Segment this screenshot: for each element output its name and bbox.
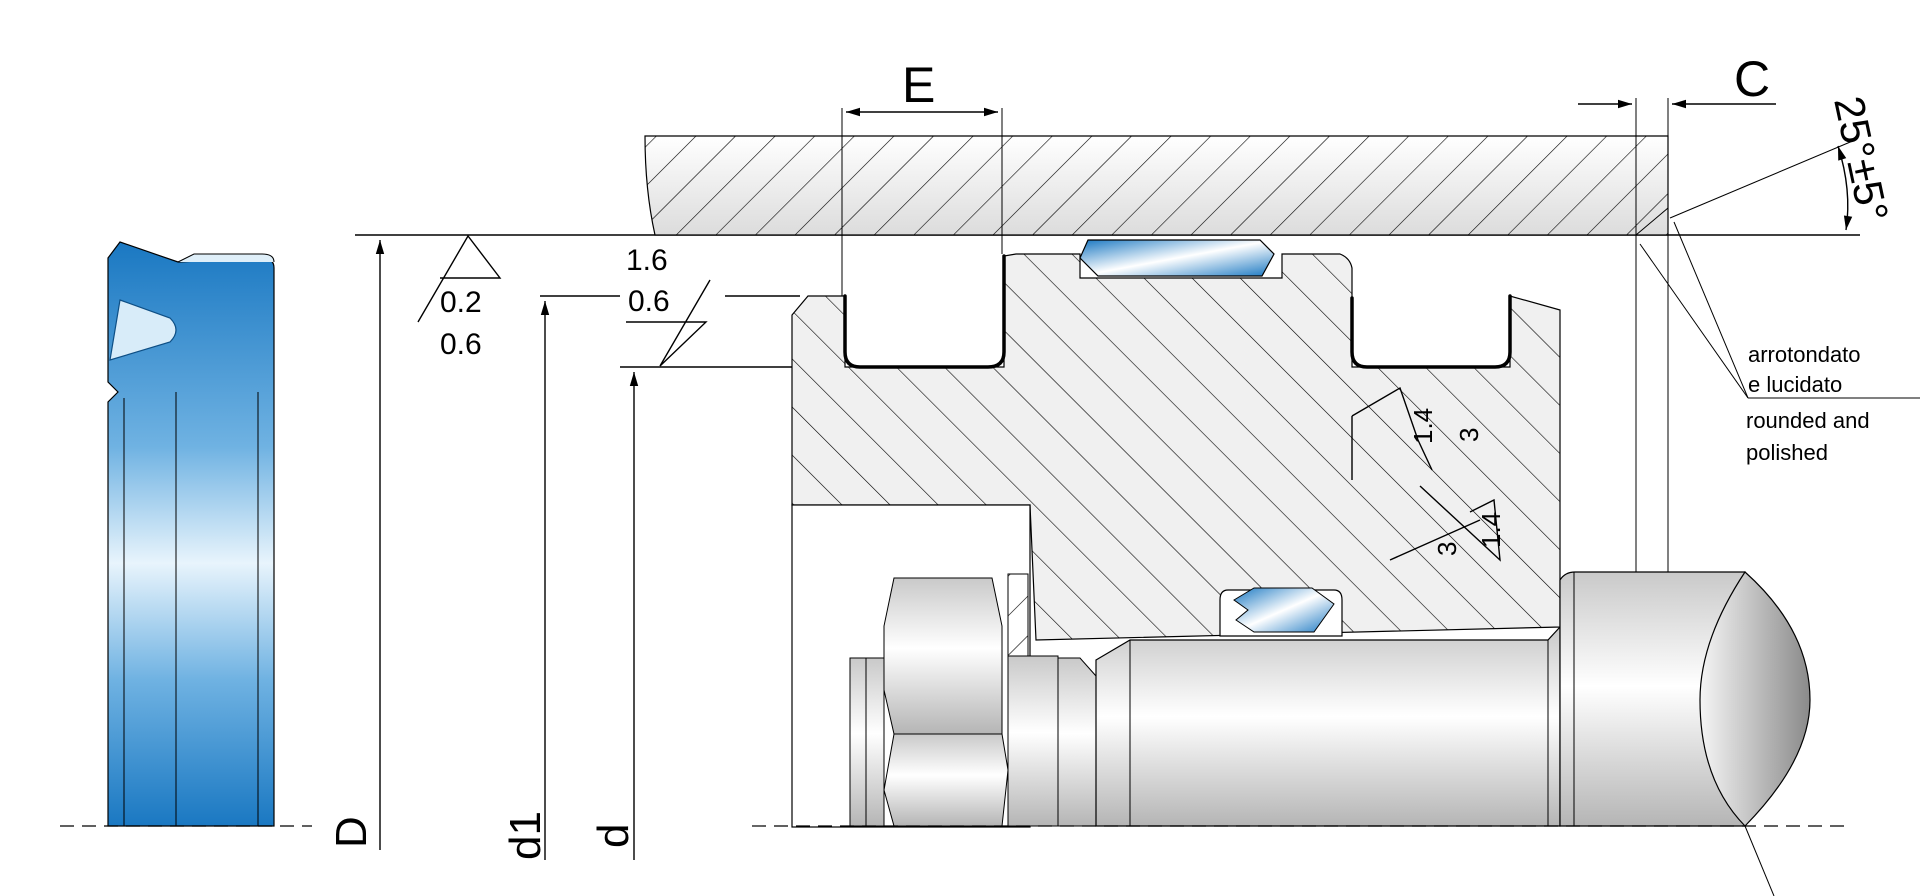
roughness-rod-top: 1.6 xyxy=(626,244,668,277)
housing-bore xyxy=(644,135,1669,236)
rod-assembly xyxy=(849,571,1811,896)
roughness-rod-bottom: 0.6 xyxy=(628,285,670,318)
seal-lip-groove xyxy=(109,299,177,361)
dim-d1-label: d1 xyxy=(501,811,550,860)
note-en-line2: polished xyxy=(1746,440,1828,465)
seal-top-edge xyxy=(177,253,275,263)
dim-C xyxy=(1578,98,1776,572)
roughness-symbol-rod xyxy=(626,279,711,367)
guide-ring-top xyxy=(1079,239,1275,277)
roughness-housing-top: 0.2 xyxy=(440,286,482,319)
note-it-line1: arrotondato xyxy=(1748,342,1861,367)
dim-C-label: C xyxy=(1734,51,1770,107)
roughness-groove-a-bottom: 3 xyxy=(1454,428,1484,442)
roughness-symbol-housing xyxy=(417,234,502,323)
roughness-groove-b-top: 1.4 xyxy=(1476,512,1506,548)
roughness-groove-b-bottom: 3 xyxy=(1432,542,1462,556)
groove-right xyxy=(1350,294,1512,369)
note-leaders xyxy=(1639,221,1920,399)
dim-E-label: E xyxy=(902,57,935,113)
dim-angle-label: 25°±5° xyxy=(1825,92,1897,226)
note-en-line1: rounded and xyxy=(1746,408,1870,433)
note-it-line2: e lucidato xyxy=(1748,372,1842,397)
dim-d-label: d xyxy=(589,824,638,848)
chamfer-angle xyxy=(1635,139,1856,236)
seal-profile xyxy=(107,241,275,827)
roughness-groove-a-top: 1.4 xyxy=(1408,408,1438,444)
roughness-housing-bottom: 0.6 xyxy=(440,328,482,361)
roughness-symbols-groove xyxy=(1351,386,1501,562)
dim-E xyxy=(841,107,1003,296)
dim-D-label: D xyxy=(327,816,376,848)
groove-left xyxy=(843,254,1006,369)
guide-ring-bottom xyxy=(1233,587,1335,633)
